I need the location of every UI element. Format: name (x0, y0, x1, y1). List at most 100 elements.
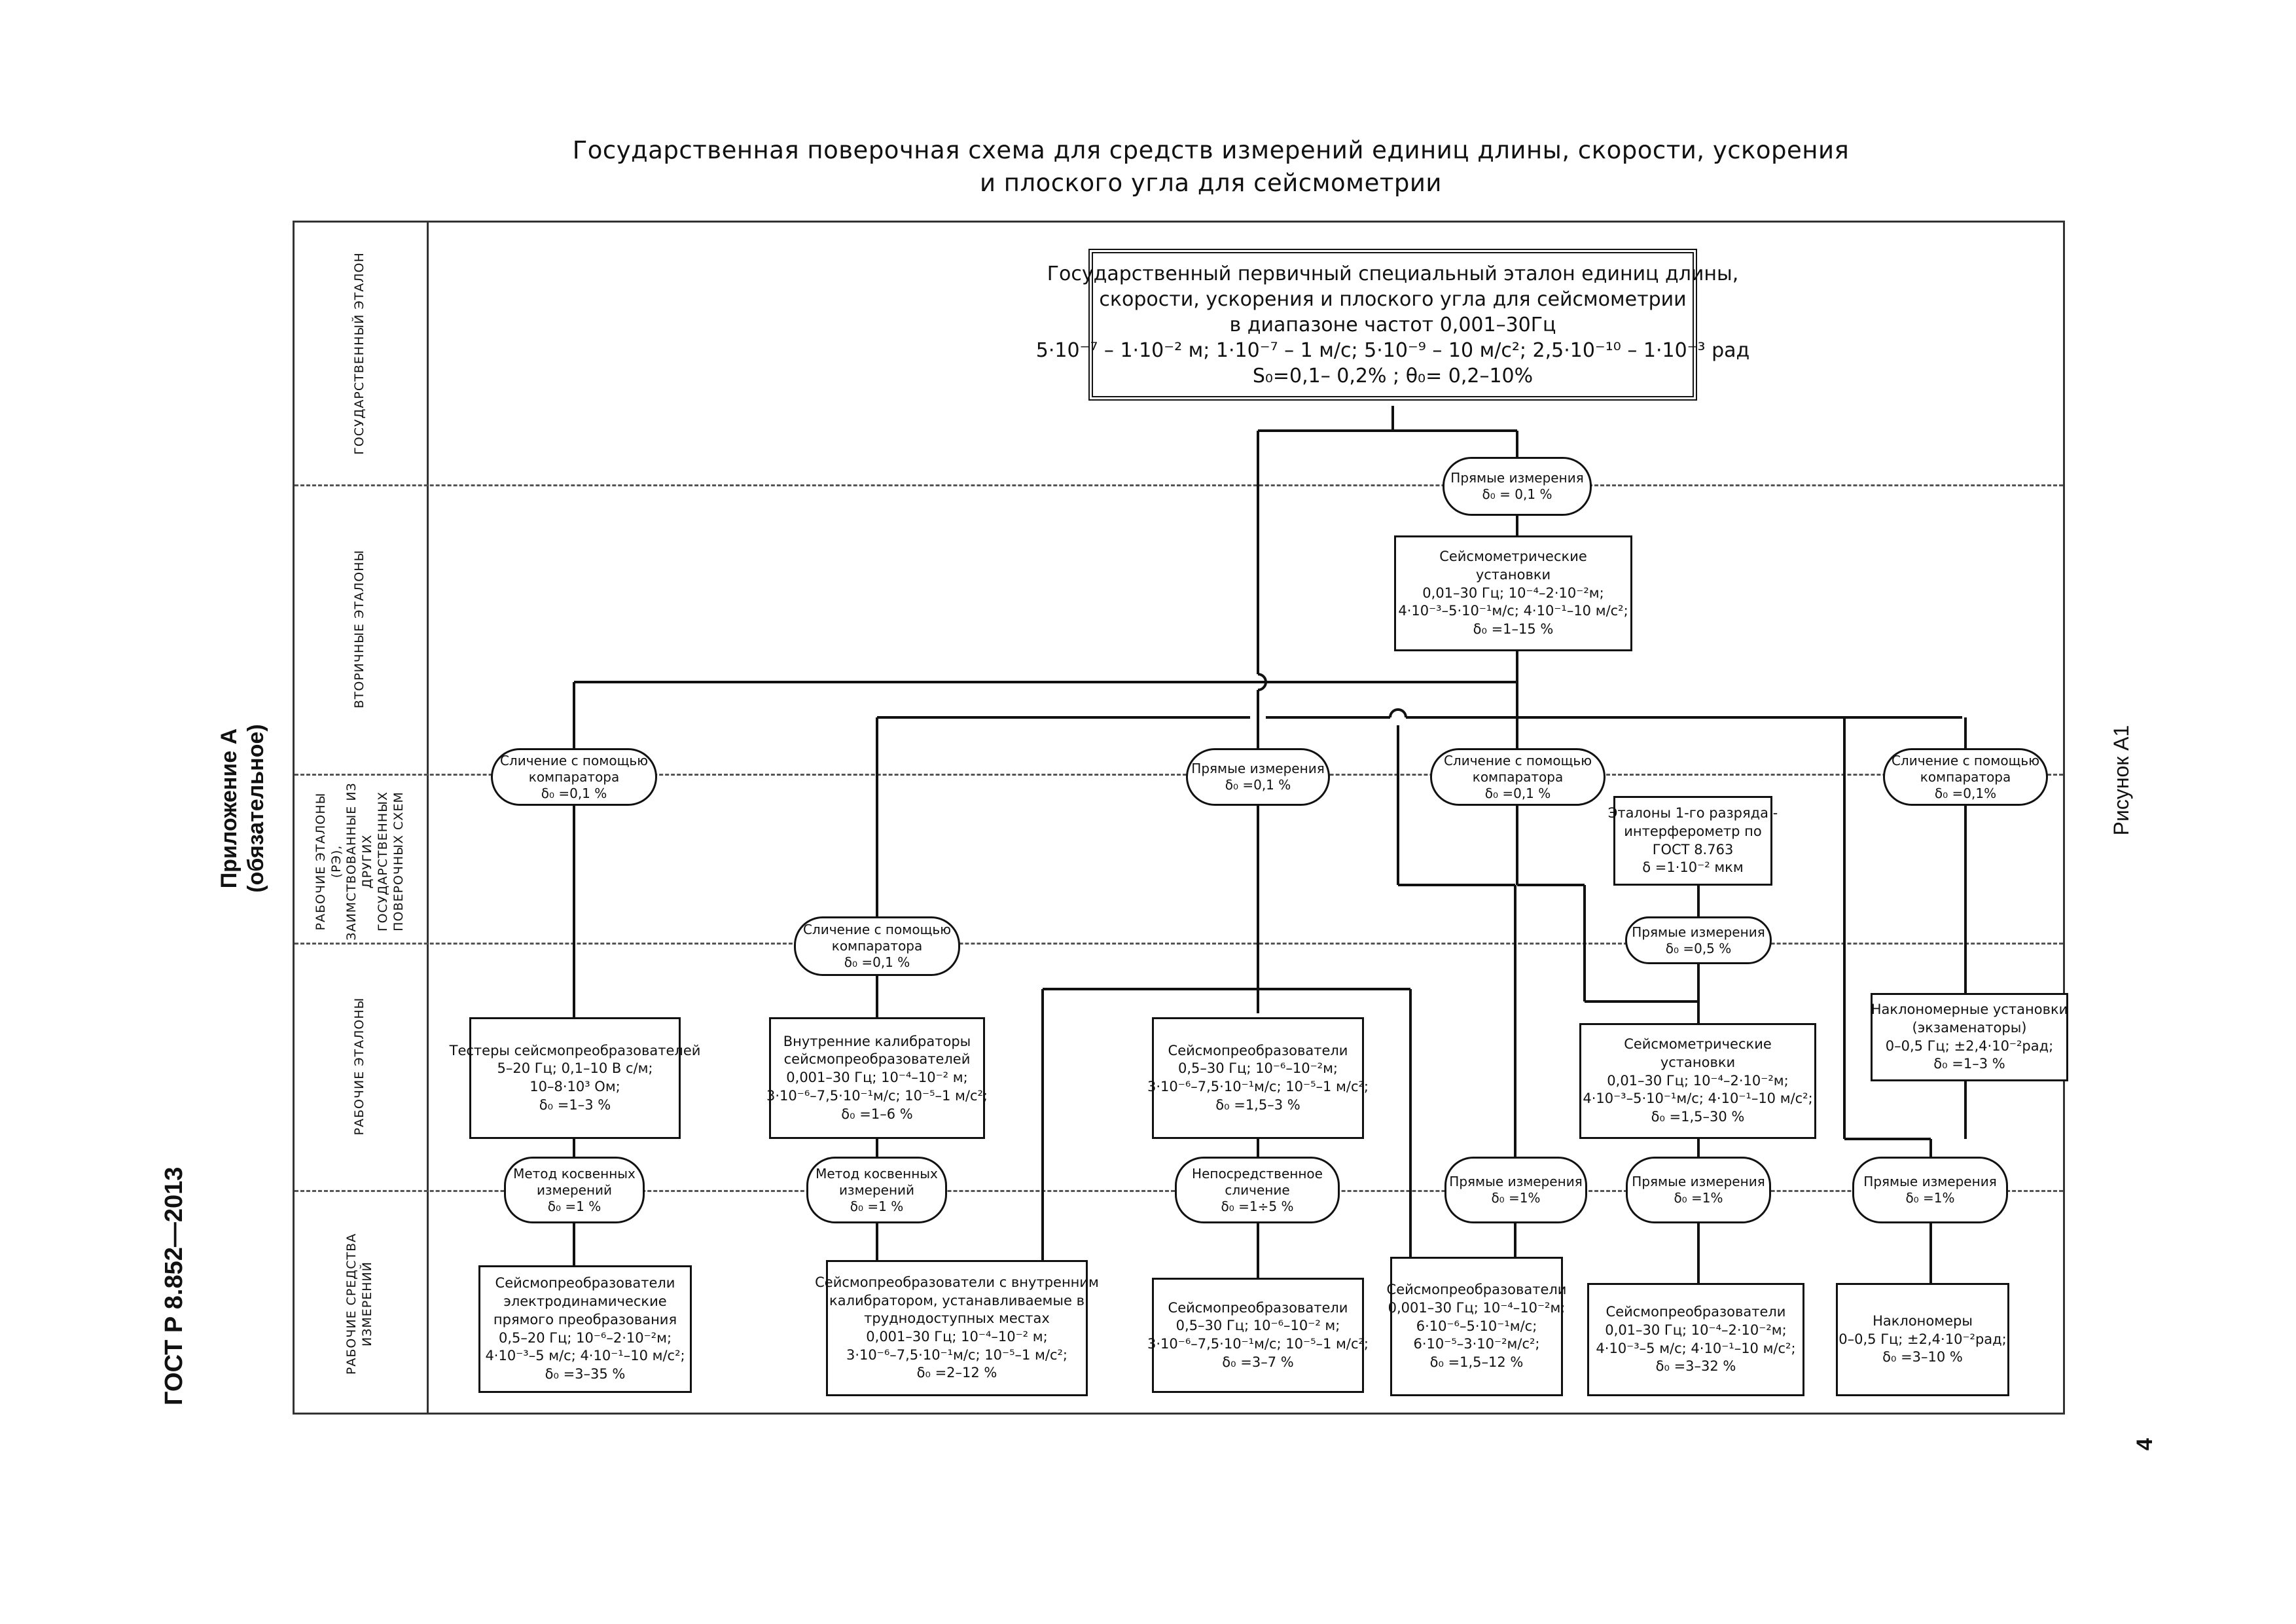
method-direct-comparison: Непосредственное сличение δ₀ =1÷5 % (1175, 1157, 1340, 1223)
method-label: Сличение с помощью (1891, 752, 2040, 768)
box-line: Эталоны 1-го разряда - (1607, 805, 1778, 821)
method-label: Прямые измерения (1450, 470, 1584, 486)
internal-calibrator-transducers-box: Сейсмопреобразователи с внутренним калиб… (815, 1260, 1099, 1396)
box-line: δ₀ =1–3 % (1933, 1056, 2005, 1072)
box-line: 0–0,5 Гц; ±2,4·10⁻²рад; (1885, 1038, 2054, 1054)
box-line: 4·10⁻³–5·10⁻¹м/с; 4·10⁻¹–10 м/с²; (1398, 603, 1628, 619)
box-line: Наклономеры (1873, 1312, 1973, 1329)
method-accuracy: δ₀ =1% (1674, 1190, 1723, 1206)
method-label: Метод косвенных (513, 1165, 636, 1182)
box-line: электродинамические (503, 1293, 667, 1310)
method-label: Прямые измерения (1449, 1174, 1583, 1189)
box-line: интерферометр по (1624, 823, 1762, 839)
method-indirect-2: Метод косвенных измерений δ₀ =1 % (806, 1157, 947, 1223)
method-label: Сличение с помощью (1443, 752, 1592, 768)
box-line: δ₀ =3–32 % (1655, 1358, 1736, 1375)
box-line: Тестеры сейсмопреобразователей (449, 1042, 701, 1058)
method-label: Непосредственное (1192, 1165, 1323, 1182)
state-standard-line: 5·10⁻⁷ – 1·10⁻² м; 1·10⁻⁷ – 1 м/с; 5·10⁻… (1035, 338, 1750, 362)
working-instrument-transducers-1-box: Сейсмопреобразователи 0,5–30 Гц; 10⁻⁶–10… (1147, 1278, 1369, 1393)
method-direct-measurement-1a: Прямые измерения δ₀ =1% (1444, 1157, 1587, 1223)
box-line: 0,01–30 Гц; 10⁻⁴–2·10⁻²м; (1607, 1072, 1789, 1089)
box-line: 4·10⁻³–5·10⁻¹м/с; 4·10⁻¹–10 м/с²; (1583, 1091, 1813, 1107)
method-direct-measurement-2: Прямые измерения δ₀ =0,1 % (1186, 748, 1330, 806)
secondary-seismometric-installations-box: Сейсмометрические установки 0,01–30 Гц; … (1394, 535, 1632, 651)
method-accuracy: δ₀ =1% (1491, 1190, 1541, 1206)
level-divider-3 (295, 943, 2063, 945)
method-label: компаратора (528, 768, 620, 785)
box-line: Сейсмопреобразователи (1168, 1299, 1348, 1316)
diagram-title-line2: и плоского угла для сейсмометрии (980, 169, 1442, 197)
level-divider-2 (295, 774, 2063, 776)
box-line: δ₀ =1,5–3 % (1215, 1096, 1300, 1113)
method-accuracy: δ₀ =0,1 % (541, 785, 607, 801)
method-accuracy: δ₀ =0,1 % (1225, 777, 1291, 793)
box-line: Наклономерные установки (1871, 1001, 2068, 1018)
method-label: сличение (1225, 1182, 1290, 1198)
box-line: сейсмопреобразователей (783, 1051, 971, 1068)
method-accuracy: δ₀ = 0,1 % (1482, 486, 1552, 502)
box-line: 0,5–30 Гц; 10⁻⁶–10⁻² м; (1175, 1318, 1340, 1334)
box-line: δ₀ =2–12 % (916, 1365, 997, 1381)
figure-caption: Рисунок А1 (2109, 725, 2133, 836)
gost-number: ГОСТ Р 8.852—2013 (160, 1166, 188, 1405)
box-line: 0,5–20 Гц; 10⁻⁶–2·10⁻²м; (498, 1329, 672, 1346)
tilt-installations-box: Наклономерные установки (экзаменаторы) 0… (1871, 993, 2068, 1081)
box-line: 0,01–30 Гц; 10⁻⁴–2·10⁻²м; (1422, 585, 1604, 601)
state-standard-line: S₀=0,1– 0,2% ; θ₀= 0,2–10% (1252, 364, 1534, 388)
method-label: компаратора (831, 938, 923, 954)
box-line: 6·10⁻⁶–5·10⁻¹м/с; (1416, 1318, 1537, 1334)
box-line: 3·10⁻⁶–7,5·10⁻¹м/с; 10⁻⁵–1 м/с²; (1147, 1079, 1369, 1094)
state-standard-line: Государственный первичный специальный эт… (1047, 262, 1739, 285)
box-line: 0,001–30 Гц; 10⁻⁴–10⁻² м; (786, 1070, 968, 1086)
interferometer-standard-box: Эталоны 1-го разряда - интерферометр по … (1608, 796, 1778, 886)
method-accuracy: δ₀ =1% (1905, 1190, 1955, 1206)
box-line: δ₀ =3–35 % (545, 1365, 626, 1382)
method-accuracy: δ₀ =0,1% (1934, 785, 1997, 801)
method-accuracy: δ₀ =0,1 % (844, 954, 910, 970)
internal-calibrators-box: Внутренние калибраторы сейсмопреобразова… (766, 1017, 988, 1139)
box-line: труднодоступных местах (864, 1310, 1050, 1327)
appendix-title: Приложение А (217, 728, 242, 889)
box-line: калибратором, устанавливаемые в (829, 1292, 1085, 1308)
electrodynamic-transducers-box: Сейсмопреобразователи электродинамически… (478, 1265, 692, 1393)
method-label: измерений (838, 1182, 915, 1198)
box-line: Сейсмопреобразователи (1386, 1282, 1567, 1298)
box-line: 4·10⁻³–5 м/с; 4·10⁻¹–10 м/с²; (1596, 1340, 1796, 1356)
method-label: Сличение с помощью (802, 922, 952, 937)
box-line: 4·10⁻³–5 м/с; 4·10⁻¹–10 м/с²; (485, 1348, 685, 1364)
working-standard-transducers-box: Сейсмопреобразователи 0,5–30 Гц; 10⁻⁶–10… (1147, 1017, 1369, 1139)
diagram-title-line1: Государственная поверочная схема для сре… (572, 136, 1850, 164)
box-line: Сейсмопреобразователи (1168, 1042, 1348, 1058)
box-line: Сейсмопреобразователи с внутренним (815, 1274, 1099, 1290)
transducer-testers-box: Тестеры сейсмопреобразователей 5–20 Гц; … (450, 1017, 700, 1139)
level-column-divider (427, 221, 429, 1415)
box-line: 3·10⁻⁶–7,5·10⁻¹м/с; 10⁻⁵–1 м/с²; (846, 1346, 1067, 1363)
box-line: δ =1·10⁻² мкм (1642, 859, 1744, 876)
method-label: измерений (536, 1182, 613, 1198)
box-line: установки (1660, 1054, 1736, 1070)
state-primary-standard-box: Государственный первичный специальный эт… (1036, 249, 1749, 401)
method-accuracy: δ₀ =0,5 % (1665, 940, 1732, 956)
box-line: (экзаменаторы) (1912, 1019, 2027, 1036)
method-label: компаратора (1920, 768, 2011, 785)
tiltmeters-box: Наклономеры 0–0,5 Гц; ±2,4·10⁻²рад; δ₀ =… (1836, 1283, 2009, 1396)
method-label: Сличение с помощью (499, 752, 649, 768)
working-instrument-transducers-2-box: Сейсмопреобразователи 0,001–30 Гц; 10⁻⁴–… (1387, 1257, 1566, 1396)
box-line: δ₀ =1,5–30 % (1651, 1109, 1745, 1125)
box-line: δ₀ =1–3 % (539, 1096, 611, 1113)
method-direct-measurement-1c: Прямые измерения δ₀ =1% (1852, 1157, 2008, 1223)
method-accuracy: δ₀ =1 % (850, 1198, 904, 1214)
method-label: Прямые измерения (1632, 924, 1765, 940)
box-line: δ₀ =1–15 % (1473, 621, 1554, 638)
box-line: Сейсмопреобразователи (1605, 1304, 1786, 1320)
box-line: прямого преобразования (493, 1311, 677, 1327)
box-line: 0–0,5 Гц; ±2,4·10⁻²рад; (1839, 1331, 2007, 1347)
box-line: Сейсмометрические (1439, 549, 1587, 565)
box-line: 0,001–30 Гц; 10⁻⁴–10⁻² м; (866, 1329, 1048, 1344)
box-line: Внутренние калибраторы (783, 1033, 971, 1049)
method-label: Прямые измерения (1863, 1174, 1997, 1189)
box-line: 0,001–30 Гц; 10⁻⁴–10⁻²м; (1388, 1299, 1566, 1316)
appendix-subtitle: (обязательное) (243, 724, 268, 893)
